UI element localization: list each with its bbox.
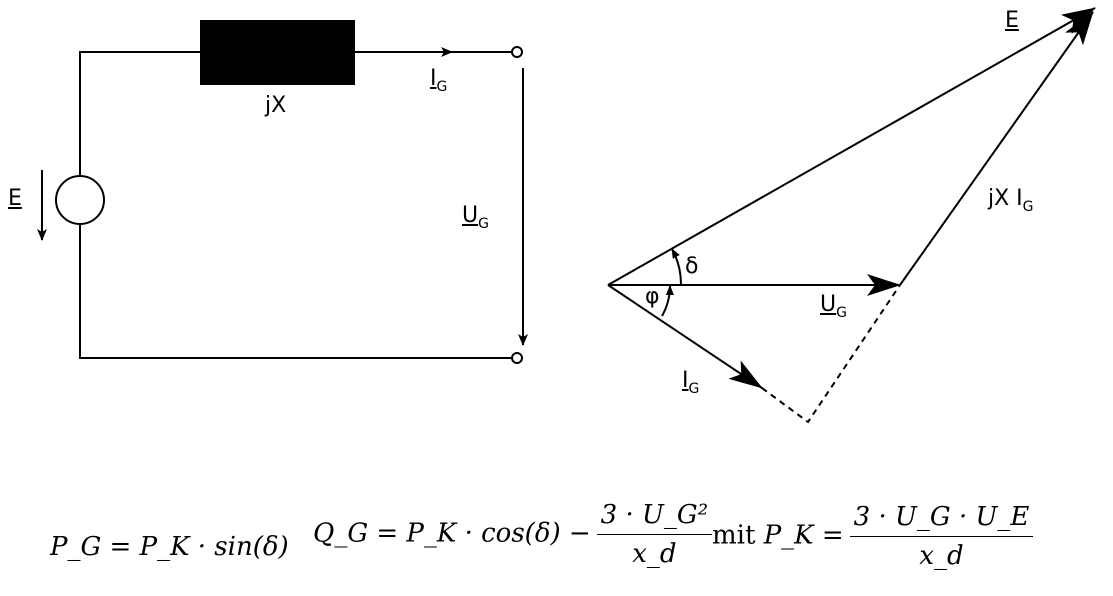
impedance-label: jX	[265, 93, 287, 118]
formula-qg-denominator: x_d	[632, 539, 677, 569]
formula-pk: mit P_K =3 · U_G · U_E x_d	[712, 502, 1039, 571]
formula-pk-left: P_K =	[763, 520, 844, 551]
current-subscript: G	[436, 79, 448, 95]
formula-qg: Q_G = P_K · cos(δ) −3 · U_G² x_d	[313, 500, 718, 569]
current-label: IG	[430, 66, 447, 95]
jx-subscript: G	[1022, 199, 1034, 215]
formula-pk-denominator: x_d	[919, 541, 964, 571]
wire-bottom	[79, 224, 513, 359]
ug-symbol: U	[820, 292, 837, 317]
formula-mit: mit	[712, 520, 756, 551]
formula-qg-left: Q_G = P_K · cos(δ) −	[313, 518, 591, 549]
ig-subscript: G	[688, 381, 700, 397]
ug-subscript: G	[836, 305, 847, 321]
jx-symbol: jX I	[988, 186, 1023, 211]
terminal-bottom	[511, 352, 523, 364]
delta-label: δ	[685, 254, 699, 279]
terminal-top	[511, 46, 523, 58]
phasor-ig	[607, 284, 763, 389]
voltage-symbol: U	[462, 203, 479, 228]
voltage-label: UG	[462, 203, 489, 232]
impedance-block	[200, 20, 355, 85]
phasor-jx-label: jX IG	[988, 186, 1034, 215]
voltage-source	[55, 175, 105, 225]
formula-qg-numerator: 3 · U_G²	[596, 500, 713, 535]
source-label: E	[8, 186, 22, 211]
voltage-subscript: G	[478, 216, 489, 232]
phasor-ug-label: UG	[820, 292, 847, 321]
phasor-jx-ig	[899, 11, 1094, 286]
delta-arc	[671, 248, 683, 286]
formula-pk-numerator: 3 · U_G · U_E	[849, 502, 1034, 537]
phasor-e-label: E	[1005, 8, 1019, 33]
formula-pg: P_G = P_K · sin(δ)	[50, 532, 289, 562]
phi-arc	[661, 285, 674, 317]
phi-label: φ	[645, 284, 660, 309]
phasor-e	[607, 7, 1096, 286]
ig-symbol: I	[682, 368, 689, 393]
phasor-ig-label: IG	[682, 368, 699, 397]
current-symbol: I	[430, 66, 437, 91]
dashed-projection	[761, 284, 901, 424]
